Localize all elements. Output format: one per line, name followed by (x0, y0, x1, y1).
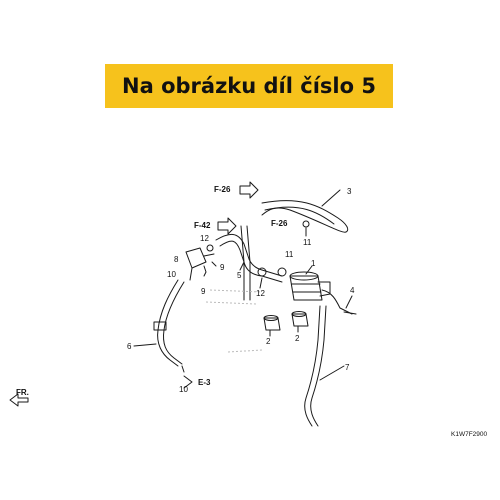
canister-top (289, 271, 319, 281)
part-number-10b: 10 (179, 385, 188, 394)
part-number-2a: 2 (266, 337, 271, 346)
part-number-3: 3 (347, 187, 352, 196)
banner: Na obrázku díl číslo 5 (105, 64, 393, 108)
leader-6 (133, 343, 157, 347)
clamp-12-top (206, 244, 214, 252)
ref-f42: F-42 (194, 221, 211, 230)
leader-7 (319, 365, 345, 381)
ghost-outline-2 (205, 301, 257, 305)
hose-6 (157, 279, 179, 367)
f42-arrow (217, 217, 237, 235)
part-number-12a: 12 (200, 234, 209, 243)
part-number-1: 1 (311, 259, 316, 268)
hose-3-inner (264, 206, 335, 225)
leader-1 (305, 265, 313, 275)
ref-f26-mid: F-26 (271, 219, 288, 228)
part-number-8: 8 (174, 255, 179, 264)
part-number-11a: 11 (303, 238, 312, 247)
hose-4 (321, 289, 353, 315)
ref-e3: E-3 (198, 378, 211, 387)
hose-4-end (343, 311, 357, 315)
ghost-outline-1 (209, 289, 263, 293)
hose-7-b (310, 305, 327, 427)
hose-5 (215, 234, 263, 271)
leader-10b (181, 365, 185, 373)
tube-canister-link-b (261, 275, 283, 283)
leader-3 (321, 189, 341, 207)
part-number-9b: 9 (201, 287, 206, 296)
part-number-2b: 2 (295, 334, 300, 343)
part-number-6: 6 (127, 342, 132, 351)
leader-5 (239, 261, 245, 271)
f26-top-arrow (239, 181, 259, 199)
part-number-5: 5 (237, 271, 242, 280)
canister-bracket (317, 281, 331, 297)
front-label: FR. (16, 388, 29, 397)
part-number-12b: 12 (256, 289, 265, 298)
front-arrow (9, 393, 29, 407)
hose-6-b (163, 281, 185, 365)
ref-f26-top: F-26 (214, 185, 231, 194)
valve-port (203, 253, 215, 257)
clamp-12 (257, 267, 267, 277)
hose-5-b (219, 240, 263, 277)
valve (185, 247, 207, 269)
part-number-4: 4 (350, 286, 355, 295)
sleeve-2b (291, 313, 309, 327)
part-number-10a: 10 (167, 270, 176, 279)
part-number-11b: 11 (285, 250, 294, 259)
clip-hose-6 (153, 321, 167, 331)
diagram-code: K1W7F2900 (451, 431, 488, 438)
leader-12 (259, 277, 263, 289)
sleeve-2a (263, 317, 281, 331)
screw-9 (203, 265, 207, 277)
ghost-outline-3 (227, 349, 263, 353)
screw-9b (211, 261, 217, 267)
tube-5-lower-b (246, 225, 251, 301)
e3-arrow (183, 375, 193, 389)
part-number-7: 7 (345, 363, 350, 372)
hose-7 (304, 305, 321, 427)
banner-text: Na obrázku díl číslo 5 (122, 74, 376, 98)
part-number-9a: 9 (220, 263, 225, 272)
clamp-11 (277, 267, 287, 277)
leader-4 (345, 295, 353, 309)
clamp-11-top (302, 220, 310, 228)
valve-port-2 (189, 267, 193, 281)
